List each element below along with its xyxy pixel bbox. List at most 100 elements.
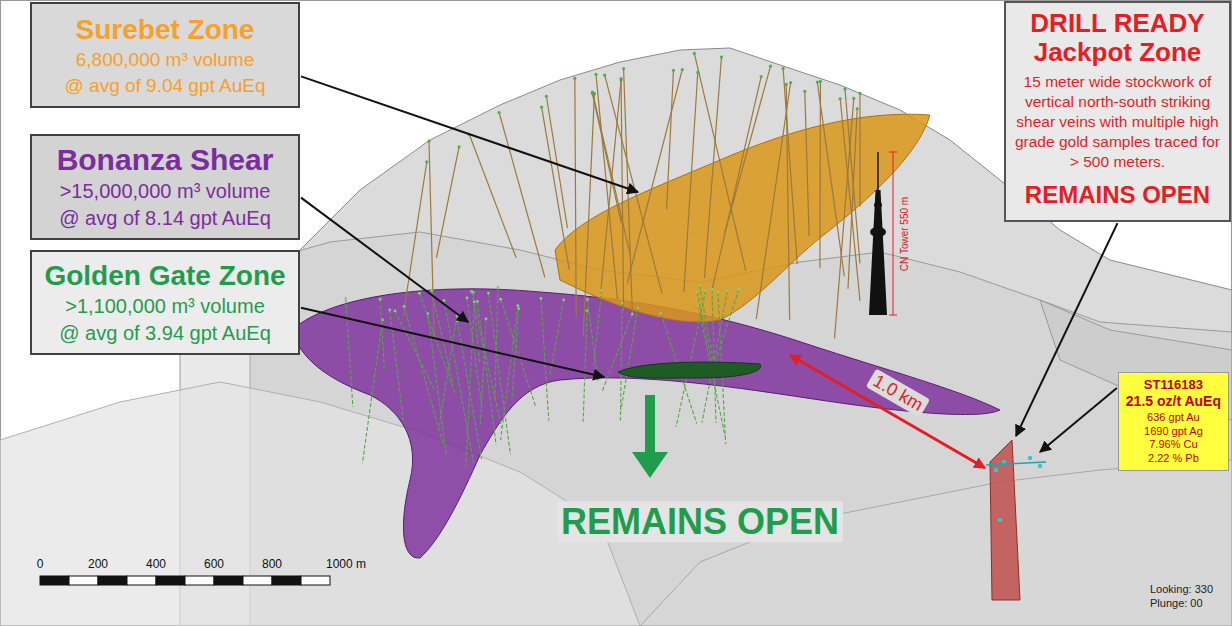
drill-hole [541, 298, 549, 420]
foreground-slope [640, 460, 1232, 626]
box-body: 636 gpt Au [1126, 411, 1221, 425]
sample-point [1028, 456, 1032, 460]
drill-collar [540, 297, 543, 300]
drill-collar [769, 65, 772, 68]
drill-collar [636, 307, 639, 310]
zone-callout-box: Golden Gate Zone>1,100,000 m³ volume@ av… [30, 250, 300, 355]
drill-hole [575, 78, 576, 316]
leader-lines [301, 76, 1118, 452]
drill-hole [627, 69, 682, 283]
drill-holes [344, 52, 861, 467]
drill-collar [816, 80, 819, 83]
drill-collar [545, 95, 548, 98]
drill-collar [418, 292, 421, 295]
box-body: >15,000,000 m³ volume [42, 178, 288, 205]
box-heading: ST116183 [1126, 377, 1221, 393]
drill-collar [659, 312, 662, 315]
scale-segment [40, 576, 69, 585]
drill-hole [624, 69, 633, 314]
leader-arrow [301, 198, 468, 322]
scale-segment [69, 576, 98, 585]
scale-segment [214, 576, 243, 585]
drill-hole [469, 135, 516, 258]
scale-number: 0 [37, 558, 44, 572]
drill-collar [600, 289, 603, 292]
drill-hole [702, 291, 728, 423]
drill-collar [785, 83, 788, 86]
box-body: 1690 gpt Ag [1126, 425, 1221, 439]
box-heading: Golden Gate Zone [42, 258, 288, 293]
drill-hole [986, 462, 1046, 465]
drill-hole [466, 302, 475, 467]
box-heading: Bonanza Shear [42, 142, 288, 178]
drill-collar [476, 300, 479, 303]
drill-collar [456, 319, 459, 322]
drill-hole [783, 68, 797, 264]
box-body: 15 meter wide stockwork of vertical nort… [1014, 72, 1221, 171]
drill-hole [835, 98, 854, 338]
drill-collar [443, 299, 446, 302]
drill-collar [586, 298, 589, 301]
drill-collar [487, 292, 490, 295]
scale-segment [272, 576, 301, 585]
scale-number: 1000 m [326, 558, 366, 572]
box-heading: Surebet Zone [42, 12, 288, 47]
view-angle-note: Looking: 330 [1150, 583, 1213, 596]
drill-collar [403, 305, 406, 308]
drill-hole [704, 57, 721, 278]
drill-collar [516, 304, 519, 307]
drill-hole [667, 70, 674, 209]
drill-hole [583, 94, 594, 337]
drill-hole [859, 93, 860, 206]
down-arrow-shaft [645, 395, 655, 453]
box-body: 21.5 oz/t AuEq [1126, 393, 1221, 411]
drill-collar [789, 81, 792, 84]
drill-collar [858, 92, 861, 95]
status-label: REMAINS OPEN [557, 501, 843, 542]
drill-hole [380, 299, 384, 370]
drill-hole [467, 298, 482, 408]
drill-collar [720, 55, 723, 58]
scale-number: 400 [146, 558, 166, 572]
drill-hole [694, 53, 745, 270]
view-angle-note: Plunge: 00 [1150, 597, 1203, 610]
drill-collar [586, 309, 589, 312]
drill-hole [592, 93, 621, 223]
tower-pod [874, 202, 882, 208]
drill-collar [696, 71, 699, 74]
golden-gate-body [618, 362, 761, 378]
tower-shaft [869, 190, 887, 315]
drill-hole [444, 300, 473, 463]
drill-hole [499, 112, 545, 277]
down-arrow-head [632, 452, 668, 478]
drill-hole [596, 74, 617, 299]
drill-collar [843, 87, 846, 90]
box-body: >1,100,000 m³ volume [42, 293, 288, 320]
drill-hole [480, 319, 486, 424]
target-callout-box: DRILL READY Jackpot Zone15 meter wide st… [1004, 1, 1231, 222]
sample-point [994, 468, 998, 472]
drill-hole [817, 82, 844, 276]
scale-segment [156, 576, 185, 585]
drill-collar [388, 309, 391, 312]
drill-hole [404, 306, 443, 444]
drill-hole [395, 311, 434, 389]
drill-collar [379, 298, 382, 301]
mountain-slope [1040, 300, 1232, 420]
drill-hole [711, 289, 739, 374]
drill-collar [681, 68, 684, 71]
drill-hole [488, 293, 510, 454]
leader-arrow [1016, 223, 1118, 436]
drill-hole [457, 321, 481, 460]
drill-hole [805, 91, 809, 236]
drill-collar [425, 160, 428, 163]
scale-segment [185, 576, 214, 585]
sample-point [998, 518, 1002, 522]
drill-collar [839, 97, 842, 100]
scale-segment [98, 576, 127, 585]
drill-hole [684, 72, 698, 292]
drill-hole [362, 320, 382, 463]
height-gauge-tick [889, 315, 897, 316]
zone-callout-box: Bonanza Shear>15,000,000 m³ volume@ avg … [30, 134, 300, 240]
drill-hole [725, 66, 771, 233]
